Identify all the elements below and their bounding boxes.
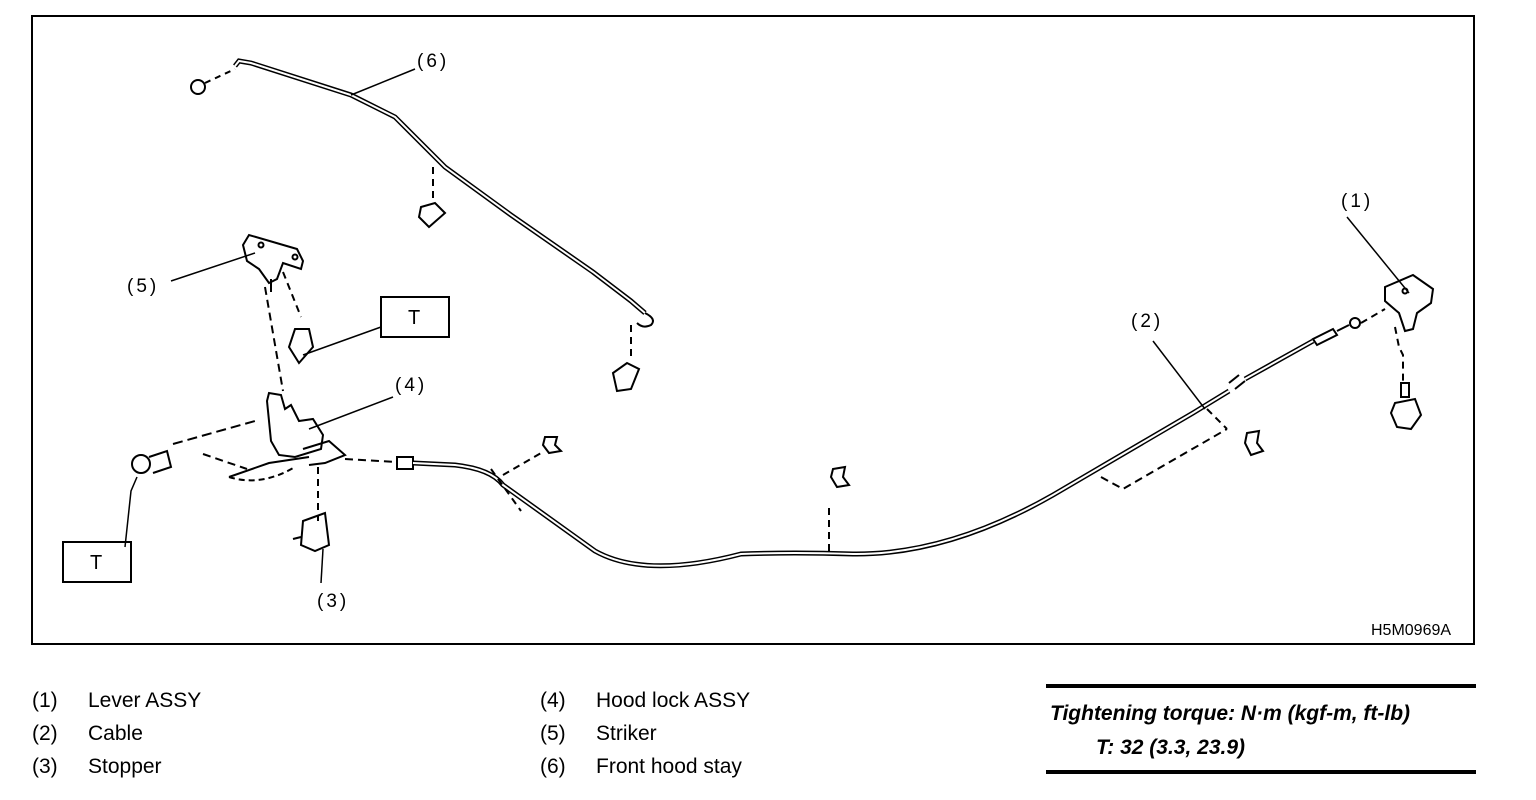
stopper: [292, 511, 331, 553]
callout-5: (5): [127, 276, 159, 297]
figure-id: H5M0969A: [1371, 622, 1451, 639]
legend-label: Front hood stay: [596, 755, 742, 778]
cable-clip-1-icon: [541, 436, 564, 455]
legend-number: (6): [540, 755, 566, 778]
legend-label: Striker: [596, 722, 657, 745]
stay-grommet-icon: [190, 79, 206, 95]
legend-item: (1) Lever ASSY: [32, 684, 201, 717]
striker-bolt-icon: [287, 328, 315, 365]
callout-4: (4): [395, 375, 427, 396]
striker: [241, 233, 315, 392]
torque-mark-lock: T: [90, 552, 102, 574]
legend-number: (5): [540, 722, 566, 745]
stay-clip-upper-icon: [417, 201, 447, 229]
callout-labels: (6) (5) (4) (3) (2) (1) T T H5M0969A: [90, 51, 1451, 639]
callout-3: (3): [317, 591, 349, 612]
legend-right: (4) Hood lock ASSY (5) Striker (6) Front…: [540, 684, 750, 783]
legend-number: (3): [32, 755, 58, 778]
legend-item: (6) Front hood stay: [540, 750, 750, 783]
torque-mark-striker: T: [408, 307, 420, 329]
legend-number: (4): [540, 689, 566, 712]
callout-2: (2): [1131, 311, 1163, 332]
callout-leaders: [124, 68, 1410, 584]
cable-clip-2-icon: [829, 465, 851, 489]
diagram-frame: (6) (5) (4) (3) (2) (1) T T H5M0969A: [31, 15, 1475, 645]
torque-spec-box: Tightening torque: N·m (kgf-m, ft-lb) T:…: [1046, 684, 1476, 774]
lock-bolt: [131, 449, 173, 474]
hood-lock-assy: [172, 391, 347, 521]
legend-item: (3) Stopper: [32, 750, 201, 783]
legend-label: Stopper: [88, 755, 162, 778]
legend-label: Cable: [88, 722, 143, 745]
cable-clip-3-icon: [1243, 429, 1265, 457]
callout-6: (6): [417, 51, 449, 72]
callout-1: (1): [1341, 191, 1373, 212]
legend-left: (1) Lever ASSY (2) Cable (3) Stopper: [32, 684, 201, 783]
legend-item: (4) Hood lock ASSY: [540, 684, 750, 717]
legend-item: (5) Striker: [540, 717, 750, 750]
lever-assy: [1360, 273, 1435, 431]
lever-bolt-icon: [1389, 397, 1423, 431]
legend-item: (2) Cable: [32, 717, 201, 750]
torque-box-striker: [380, 296, 450, 338]
legend-number: (1): [32, 689, 58, 712]
stay-clip-lower-icon: [611, 361, 641, 393]
torque-box-lock: [62, 541, 132, 583]
torque-title: Tightening torque: N·m (kgf-m, ft-lb): [1050, 702, 1411, 725]
legend-label: Hood lock ASSY: [596, 689, 751, 712]
torque-value: T: 32 (3.3, 23.9): [1096, 736, 1246, 759]
cable: [344, 317, 1361, 569]
legend-label: Lever ASSY: [88, 689, 202, 712]
hood-lock-diagram: (6) (5) (4) (3) (2) (1) T T H5M0969A: [62, 51, 1451, 639]
front-hood-stay: [190, 58, 654, 393]
legend-number: (2): [32, 722, 58, 745]
